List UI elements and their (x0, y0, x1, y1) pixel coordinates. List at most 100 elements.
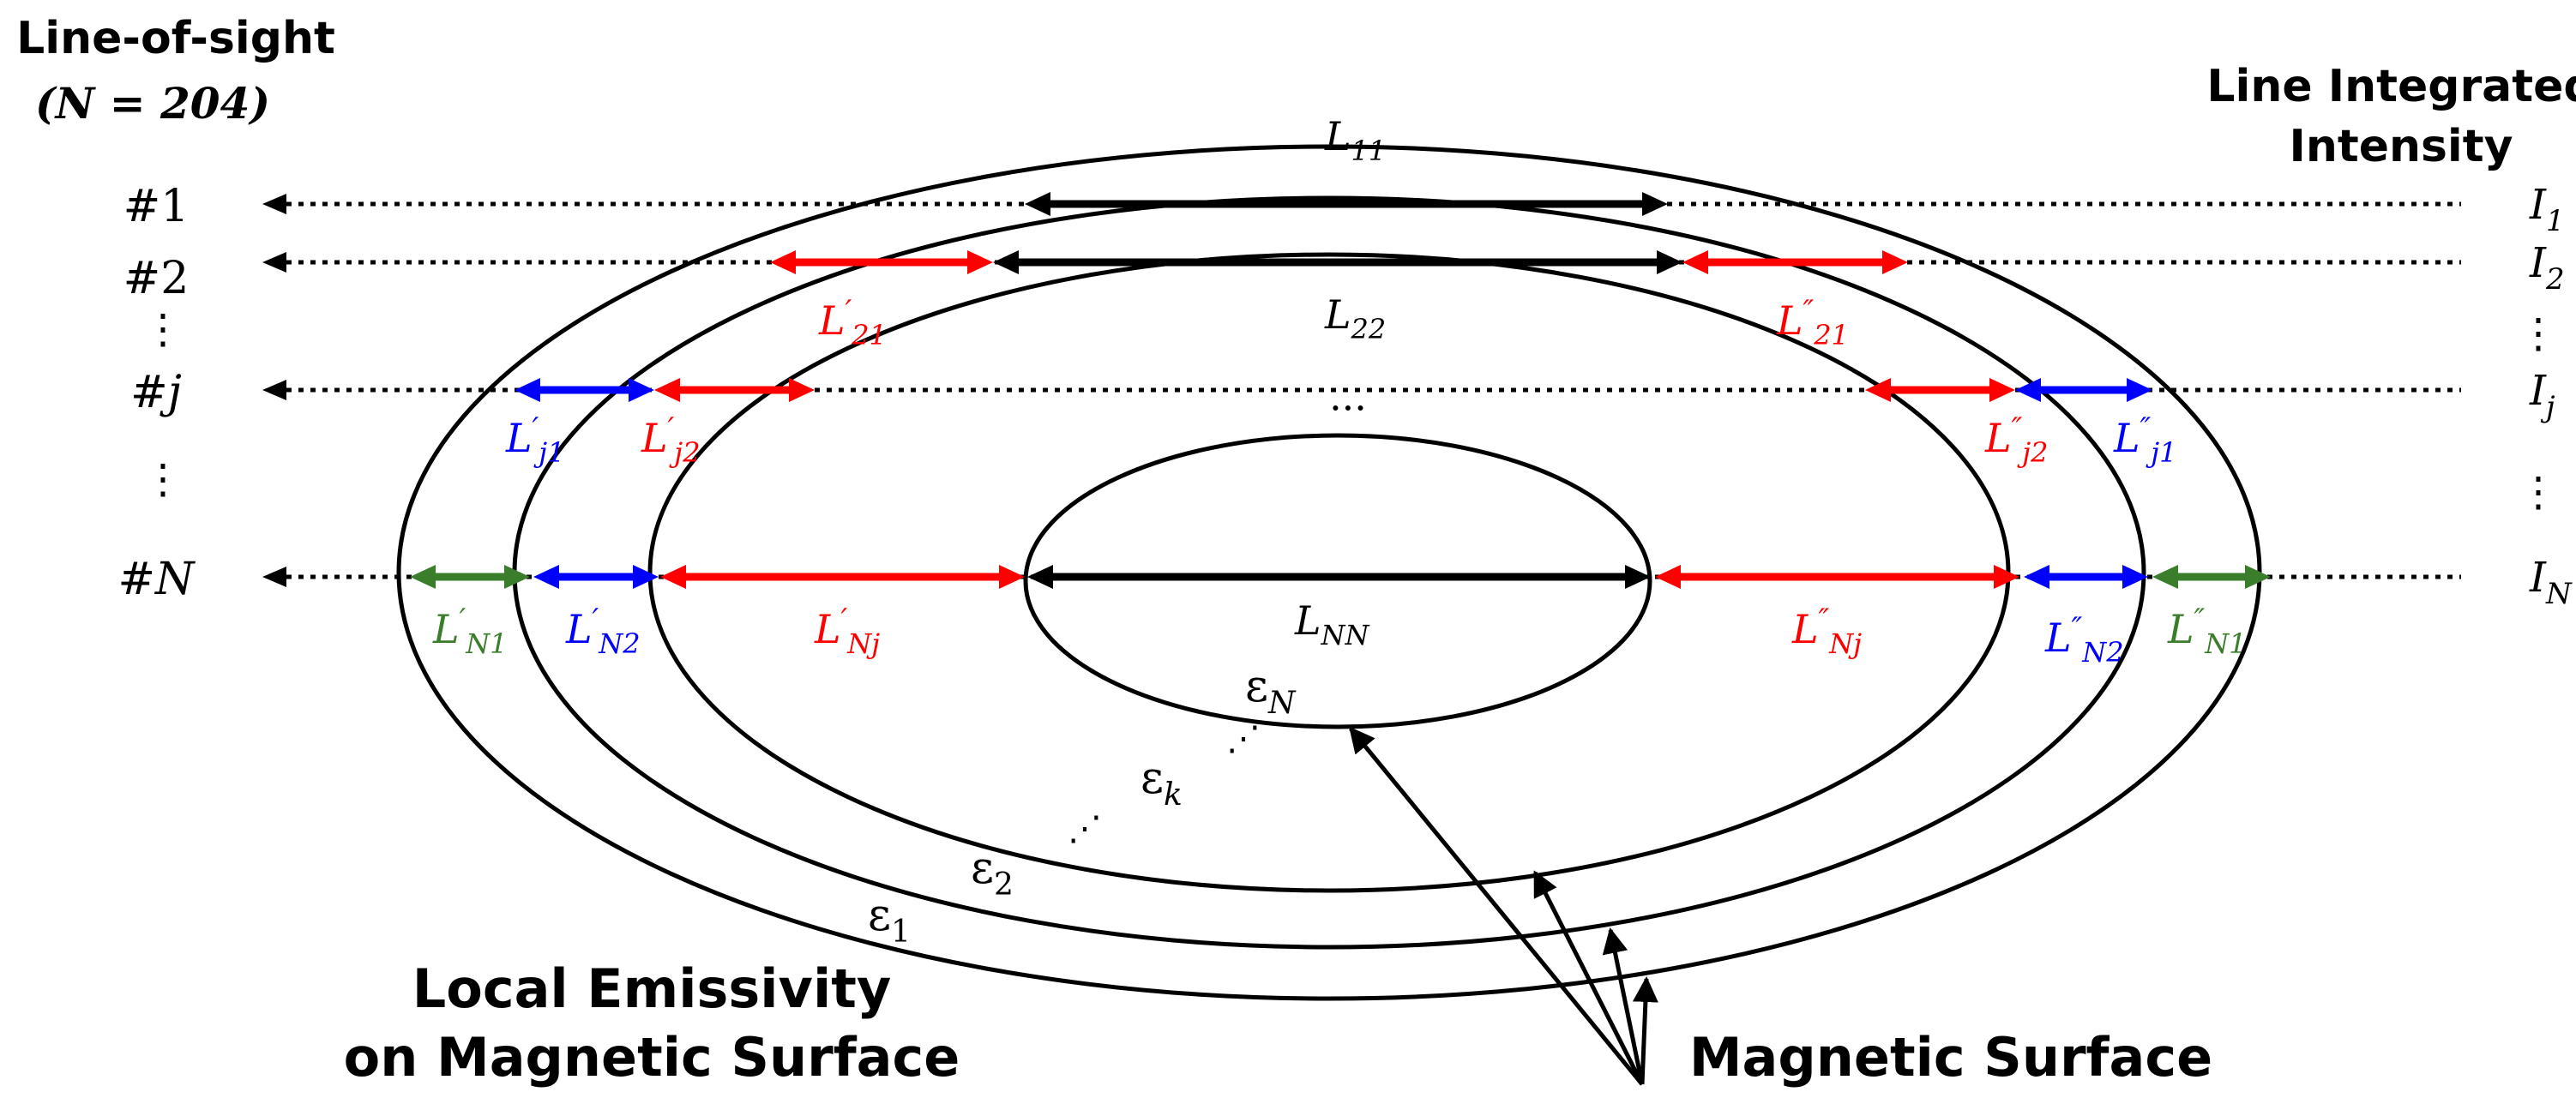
arrow-lpn2 (533, 565, 659, 589)
los-arrowhead-n (262, 567, 286, 587)
label-lpp21: L″21 (1776, 294, 1849, 351)
pointer-to-third-surface (1532, 870, 1645, 1086)
label-lpnj-base: L (814, 606, 841, 652)
emissivity-e1: ε1 (868, 890, 911, 950)
los-arrowhead-j (262, 380, 286, 400)
vertical-dots-left-1: ⋮ (142, 305, 184, 353)
vertical-dots-left-2: ⋮ (142, 455, 184, 503)
emissivity-labels: εN εk ε2 ε1 (868, 661, 1297, 950)
label-lpp21-sub: 21 (1813, 319, 1849, 351)
arrow-head-right (1994, 565, 2019, 589)
arrow-head-left (2024, 565, 2049, 589)
arrow-l22 (993, 250, 1682, 274)
arrow-head-left (515, 378, 540, 402)
right-intensity-labels: I1 I2 Ij IN (2529, 181, 2573, 611)
arrow-lpp21 (1682, 250, 1908, 274)
label-lpn1-prime: ′ (460, 603, 466, 637)
label-lppnj-prime: ″ (1819, 603, 1830, 637)
row-label-j: #j (130, 367, 182, 418)
label-lpj2-base: L (641, 415, 668, 461)
row-label-n: #N (117, 554, 196, 605)
label-lpj1: L′j1 (505, 411, 565, 469)
label-lppj1: L″j1 (2113, 411, 2177, 469)
label-lpnj: L′Nj (814, 603, 880, 660)
arrow-lppnj (1655, 565, 2019, 589)
arrow-lpnj (660, 565, 1025, 589)
arrow-lppn2 (2024, 565, 2148, 589)
intensity-in-base: I (2529, 554, 2547, 602)
intensity-ij: Ij (2529, 367, 2555, 424)
arrow-head-right (789, 378, 815, 402)
footer-right: Magnetic Surface (1689, 1026, 2212, 1089)
label-lppn1-prime: ″ (2194, 603, 2206, 637)
arrow-lpj1 (515, 378, 654, 402)
label-lpn2-base: L (565, 606, 593, 652)
label-lpn1-sub: N1 (465, 627, 507, 660)
label-l11-sub: 11 (1351, 135, 1387, 167)
emissivity-e1-base: ε (868, 890, 891, 941)
label-lppn2: L″N2 (2044, 611, 2124, 669)
label-lpp21-prime: ″ (1803, 294, 1815, 328)
segment-labels: L11 L22 LNN L′21 L″21 L′j1 L′j2 L″j2 L″j… (432, 113, 2247, 669)
vertical-dots-right-1: ⋮ (2518, 309, 2559, 357)
horizontal-dots-center: ··· (1329, 385, 1367, 431)
arrow-head-left (1027, 565, 1053, 589)
intensity-in-sub: N (2545, 577, 2573, 611)
right-title-line-2: Intensity (2289, 121, 2513, 172)
arrow-head-right (1882, 250, 1908, 274)
label-lpn2-sub: N2 (598, 627, 640, 660)
emissivity-e2-sub: 2 (994, 867, 1014, 903)
label-lpn2: L′N2 (565, 603, 641, 660)
emissivity-en: εN (1245, 661, 1297, 721)
arrow-lpj2 (654, 378, 815, 402)
label-lppnj: L″Nj (1791, 603, 1862, 660)
arrow-head-left (1865, 378, 1891, 402)
intensity-ij-base: I (2529, 367, 2547, 415)
label-l22-sub: 22 (1351, 313, 1387, 345)
segment-arrows (410, 192, 2271, 589)
arrow-head-left (660, 565, 686, 589)
arrow-l11 (1025, 192, 1668, 216)
label-l11: L11 (1324, 113, 1386, 167)
right-title-line-1: Line Integrated (2206, 61, 2576, 112)
label-lpj1-base: L (505, 415, 533, 461)
vertical-dots-right-2: ⋮ (2518, 468, 2559, 516)
label-lppj2: L″j2 (1984, 411, 2049, 469)
label-lpj1-sub: j1 (533, 436, 564, 469)
arrow-head-left (2152, 565, 2178, 589)
label-lpn1: L′N1 (432, 603, 508, 660)
row-label-1: #1 (123, 181, 190, 232)
arrow-head-right (2127, 378, 2152, 402)
pointer-to-inner-surface (1349, 726, 1644, 1086)
arrow-head-right (1989, 378, 2015, 402)
left-title: Line-of-sight (16, 13, 335, 64)
arrow-lppn1 (2152, 565, 2271, 589)
label-lpn1-base: L (432, 606, 460, 652)
emissivity-e2: ε2 (971, 843, 1014, 903)
arrow-lppj2 (1865, 378, 2015, 402)
label-l22-base: L (1324, 291, 1351, 338)
arrow-head-left (410, 565, 436, 589)
label-lppj2-prime: ″ (2012, 411, 2023, 446)
intensity-i2-base: I (2529, 239, 2547, 287)
arrow-head-right (1657, 250, 1682, 274)
label-lpnj-prime: ′ (841, 603, 848, 637)
footer-left-line-1: Local Emissivity (412, 957, 892, 1020)
los-arrowhead-2 (262, 252, 286, 273)
arrow-head-left (2015, 378, 2041, 402)
label-lppj1-base: L (2113, 415, 2140, 461)
los-arrowheads (262, 194, 286, 587)
label-lppn1-sub: N1 (2204, 627, 2246, 660)
arrow-head-right (2245, 565, 2271, 589)
los-arrowhead-1 (262, 194, 286, 214)
label-lpj2-sub: j2 (669, 436, 700, 469)
emissivity-e2-base: ε (971, 843, 994, 894)
diagonal-dots-upper: ⋰ (1226, 719, 1261, 759)
label-lppn2-base: L (2044, 615, 2072, 661)
emissivity-ek-base: ε (1141, 753, 1164, 804)
label-lnn: LNN (1294, 597, 1370, 651)
emissivity-ek: εk (1141, 753, 1183, 813)
label-lppn2-sub: N2 (2081, 636, 2123, 669)
intensity-i1-sub: 1 (2546, 204, 2565, 238)
arrow-head-left (993, 250, 1019, 274)
